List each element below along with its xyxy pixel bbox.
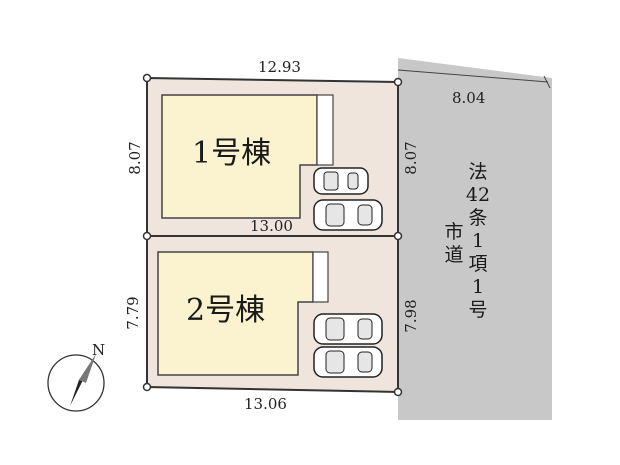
road-width-line <box>397 69 549 83</box>
dimension-lot2-right: 7.98 <box>402 299 420 332</box>
dimension-lot1-right: 8.07 <box>402 141 420 174</box>
car-windshield <box>325 203 345 227</box>
road-type-char-6: 1 <box>472 276 484 298</box>
building-2: 2号棟 <box>157 251 329 376</box>
building-1-label: 1号棟 <box>192 136 271 171</box>
road-name-char-1: 市 <box>444 221 463 243</box>
parking-car-4 <box>313 346 383 378</box>
car-rear-window <box>357 351 373 373</box>
north-arrow-icon <box>70 354 96 406</box>
road: 8.04 法 42 条 1 項 1 号 市 道 <box>397 58 552 420</box>
dimension-lot2-left: 7.79 <box>124 296 142 329</box>
road-width-dimension: 8.04 <box>452 89 485 107</box>
road-type-char-2: 42 <box>466 184 490 206</box>
boundary-marker <box>393 77 403 87</box>
compass-north-label: N <box>92 341 105 359</box>
compass-circle <box>47 354 105 412</box>
car-windshield <box>323 171 339 191</box>
building-1-balcony <box>316 94 334 166</box>
car-rear-window <box>347 172 359 190</box>
building-2-balcony <box>312 251 329 303</box>
building-1: 1号棟 <box>161 94 334 219</box>
parking-car-1 <box>313 167 369 195</box>
road-type-char-4: 1 <box>472 230 484 252</box>
road-type-char-1: 法 <box>468 161 487 183</box>
road-area <box>398 58 552 420</box>
car-rear-window <box>357 204 373 226</box>
road-width-tick <box>543 75 551 89</box>
road-type-label: 法 42 条 1 項 1 号 <box>466 161 490 321</box>
dimension-lot1-left: 8.07 <box>126 141 144 174</box>
car-body <box>313 167 369 195</box>
boundary-marker <box>142 73 152 83</box>
road-name-label: 市 道 <box>444 221 463 266</box>
car-rear-window <box>357 318 373 340</box>
dimension-middle: 13.00 <box>250 217 293 235</box>
dimension-bottom: 13.06 <box>244 395 287 413</box>
road-type-char-3: 条 <box>468 207 487 229</box>
road-name-char-2: 道 <box>444 244 463 266</box>
car-windshield <box>325 350 345 374</box>
car-windshield <box>325 317 345 341</box>
boundary-marker <box>393 231 403 241</box>
boundary-marker <box>393 387 403 397</box>
road-type-char-7: 号 <box>468 299 487 321</box>
parking-car-3 <box>313 313 383 345</box>
building-2-label: 2号棟 <box>186 293 265 328</box>
boundary-marker <box>142 382 152 392</box>
boundary-marker <box>142 231 152 241</box>
parking-car-2 <box>313 199 383 231</box>
dimension-top: 12.93 <box>258 58 301 76</box>
road-type-char-5: 項 <box>468 253 487 275</box>
compass: N <box>47 341 105 412</box>
